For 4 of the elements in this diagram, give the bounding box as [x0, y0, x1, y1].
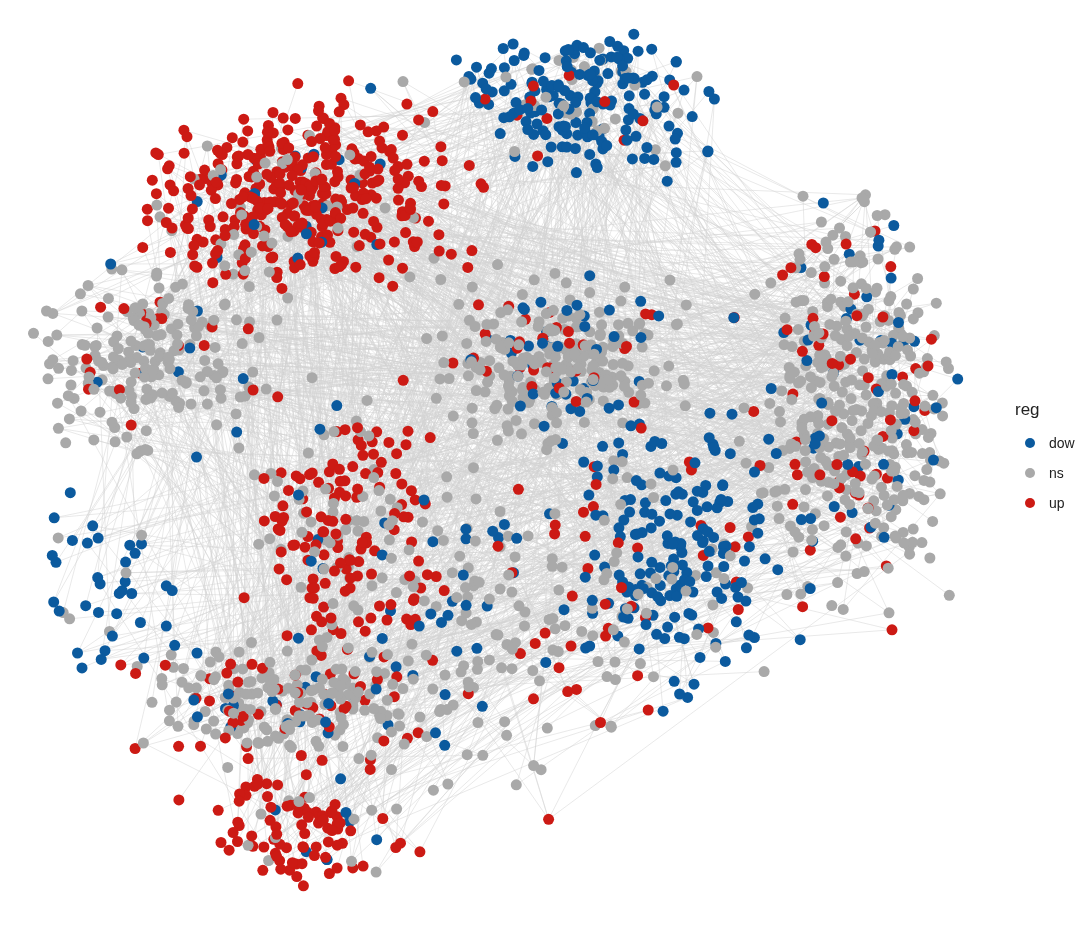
- legend-label: up: [1049, 495, 1065, 511]
- legend-label: dow: [1049, 435, 1075, 451]
- legend-label: ns: [1049, 465, 1064, 481]
- legend-title: reg: [1015, 400, 1040, 420]
